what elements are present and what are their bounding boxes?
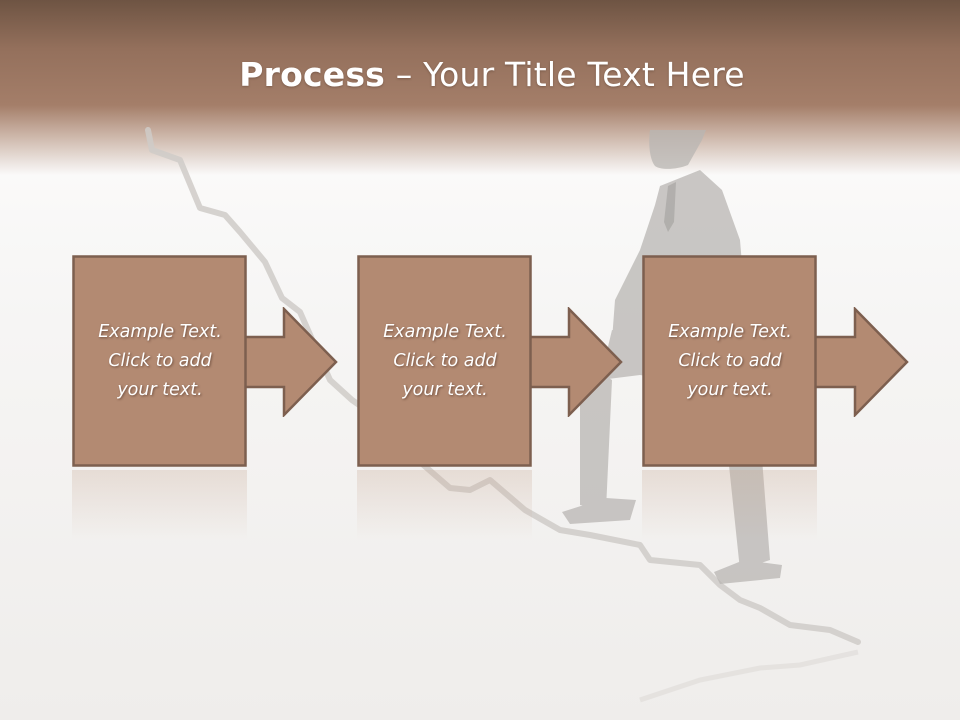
step-text-line: Example Text. bbox=[668, 321, 792, 342]
step-text-line: Example Text. bbox=[383, 321, 507, 342]
title-rest: – Your Title Text Here bbox=[385, 55, 745, 94]
process-step[interactable]: Example Text. Click to add your text. bbox=[72, 255, 247, 467]
step-box bbox=[357, 255, 532, 467]
step-text-line: your text. bbox=[117, 379, 203, 400]
header-band bbox=[0, 0, 960, 175]
step-reflection bbox=[642, 470, 817, 540]
slide-title[interactable]: Process – Your Title Text Here bbox=[0, 52, 960, 98]
arrow-right-icon bbox=[242, 307, 338, 417]
step-box bbox=[72, 255, 247, 467]
step-text[interactable]: Example Text. Click to add your text. bbox=[80, 255, 240, 467]
process-step[interactable]: Example Text. Click to add your text. bbox=[357, 255, 532, 467]
arrow-right-icon bbox=[527, 307, 623, 417]
step-text-line: Click to add bbox=[678, 350, 782, 371]
graph-reflection bbox=[639, 649, 859, 703]
step-text-line: Click to add bbox=[393, 350, 497, 371]
step-text-line: Click to add bbox=[108, 350, 212, 371]
arrow-right-icon bbox=[813, 307, 909, 417]
step-text[interactable]: Example Text. Click to add your text. bbox=[365, 255, 525, 467]
step-text[interactable]: Example Text. Click to add your text. bbox=[650, 255, 810, 467]
step-text-line: Example Text. bbox=[98, 321, 222, 342]
descending-graph-line bbox=[145, 127, 861, 645]
process-step[interactable]: Example Text. Click to add your text. bbox=[642, 255, 817, 467]
step-reflection bbox=[72, 470, 247, 540]
title-bold: Process bbox=[239, 55, 386, 94]
step-box bbox=[642, 255, 817, 467]
step-text-line: your text. bbox=[687, 379, 773, 400]
step-reflection bbox=[357, 470, 532, 540]
step-text-line: your text. bbox=[402, 379, 488, 400]
